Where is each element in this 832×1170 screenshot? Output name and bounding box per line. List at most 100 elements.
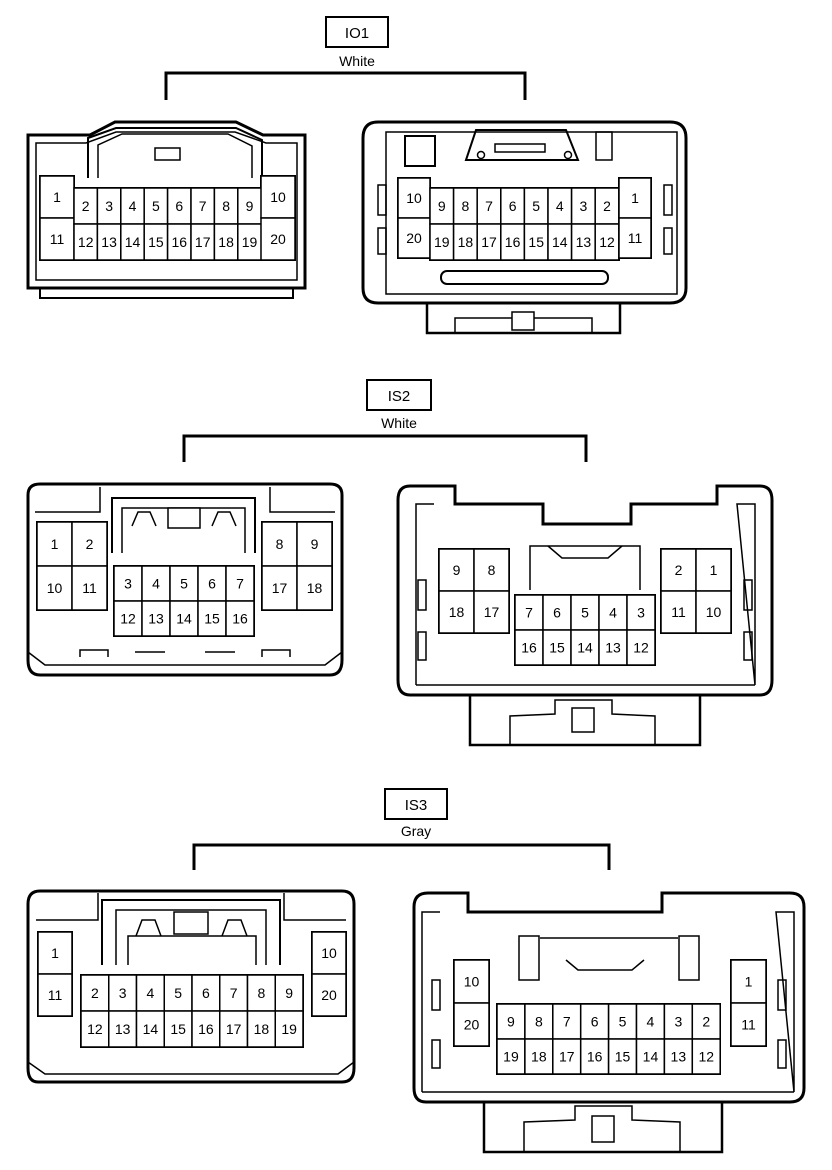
pin-number: 6 [509,198,517,214]
pin-number: 20 [406,230,422,246]
connector-color: White [339,53,375,69]
pin-cell [579,1038,610,1075]
pin-number: 10 [706,604,722,620]
pin-number: 9 [285,985,293,1001]
pin-cell [453,959,490,1004]
pin-cell [730,959,767,1004]
pin-number: 12 [599,234,615,250]
pin-number: 6 [175,198,183,214]
pin-cell [514,629,544,666]
pin-number: 9 [246,198,254,214]
pin-number: 3 [119,985,127,1001]
pin-number: 11 [741,1017,756,1033]
pin-cell [397,217,431,259]
pin-number: 17 [481,234,497,250]
pin-number: 6 [553,605,561,621]
pin-number: 10 [270,189,286,205]
pin-number: 3 [105,198,113,214]
pin-cell [135,1010,165,1048]
pin-number: 17 [484,604,500,620]
pin-cell [695,590,732,634]
connector-code: IS3 [405,797,428,814]
pin-cell [473,590,510,634]
pin-number: 9 [453,562,461,578]
pin-number: 10 [47,580,63,596]
pin-cell [514,594,544,631]
pin-number: 7 [525,605,533,621]
pin-number: 9 [507,1014,515,1030]
pin-number: 9 [438,198,446,214]
pin-number: 2 [702,1014,710,1030]
pin-number: 12 [698,1049,714,1065]
pin-number: 8 [222,198,230,214]
pin-number: 14 [577,640,593,656]
pin-number: 15 [615,1049,631,1065]
pin-number: 18 [254,1021,270,1037]
pin-number: 20 [270,231,286,247]
pair-bracket [182,434,588,462]
pin-number: 11 [48,987,63,1003]
pin-number: 18 [307,580,323,596]
pin-number: 17 [195,234,211,250]
pin-number: 15 [528,234,544,250]
pin-number: 18 [218,234,234,250]
pin-number: 11 [628,230,643,246]
pin-cell [635,1038,666,1075]
pin-cell [618,217,652,259]
pin-number: 3 [580,198,588,214]
pin-cell [691,1003,721,1040]
pin-number: 14 [125,234,141,250]
pin-cell [626,629,656,666]
pin-cell [274,1010,304,1048]
pin-cell [496,1003,526,1040]
pin-number: 13 [576,234,592,250]
pin-cell [260,175,296,219]
pin-number: 8 [276,536,284,552]
pin-number: 12 [633,640,649,656]
pin-number: 10 [464,974,480,990]
pin-number: 18 [531,1049,547,1065]
pin-number: 15 [549,640,565,656]
pin-cell [691,1038,721,1075]
pin-number: 12 [78,234,94,250]
pin-cell [274,974,304,1012]
pin-number: 1 [53,189,61,205]
pin-number: 13 [101,234,117,250]
pin-cell [225,600,255,637]
pin-cell [141,600,171,637]
pin-number: 15 [148,234,164,250]
pin-cell [71,521,108,567]
pin-cell [197,565,227,602]
connector-code: IS2 [388,388,411,405]
pin-number: 5 [581,605,589,621]
pin-number: 19 [434,234,450,250]
pin-number: 2 [91,985,99,1001]
pin-cell [663,1003,694,1040]
pin-cell [260,217,296,261]
pin-number: 13 [605,640,621,656]
pin-number: 4 [146,985,154,1001]
pin-number: 8 [488,562,496,578]
pin-cell [607,1038,638,1075]
pin-number: 16 [172,234,188,250]
pin-number: 1 [51,945,59,961]
pin-cell [163,1010,193,1048]
pin-number: 8 [462,198,470,214]
pin-number: 4 [129,198,137,214]
pin-number: 16 [521,640,537,656]
pin-number: 17 [226,1021,242,1037]
pin-number: 20 [464,1017,480,1033]
pin-number: 7 [485,198,493,214]
pin-number: 4 [647,1014,655,1030]
pin-number: 12 [87,1021,103,1037]
pin-number: 14 [643,1049,659,1065]
pin-cell [473,548,510,592]
pin-number: 3 [637,605,645,621]
